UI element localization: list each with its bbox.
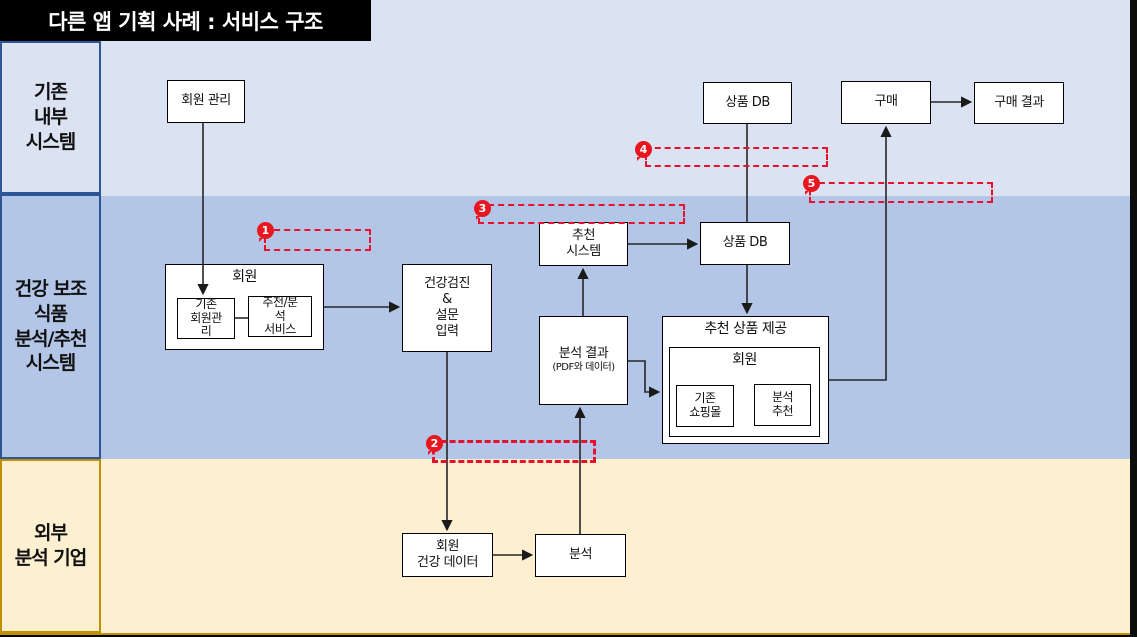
slide-right-edge <box>1130 0 1137 637</box>
node-purchase: 구매 <box>841 81 931 124</box>
annotation-badge-4: 4 <box>635 141 652 161</box>
node-member-health-data: 회원 건강 데이터 <box>402 533 493 577</box>
annotation-box-4 <box>645 147 828 167</box>
node-health-check-survey: 건강검진 & 설문 입력 <box>402 264 492 352</box>
node-analysis-result: 분석 결과 (PDF와 데이터) <box>539 316 628 405</box>
node-purchase-result: 구매 결과 <box>974 82 1064 124</box>
lane-label-external-company: 외부 분석 기업 <box>0 459 101 633</box>
node-product-db-top: 상품 DB <box>703 82 792 124</box>
annotation-badge-3: 3 <box>474 200 491 220</box>
node-legacy-shopping-mall: 기존 쇼핑몰 <box>676 385 734 427</box>
annotation-box-3 <box>478 204 685 224</box>
node-product-db-mid: 상품 DB <box>700 222 790 265</box>
slide-bottom-edge <box>0 635 1137 637</box>
page-title: 다른 앱 기획 사례 : 서비스 구조 <box>0 0 371 41</box>
analysis-result-subtitle: (PDF와 데이터) <box>552 362 615 374</box>
node-legacy-member-management: 기존 회원관 리 <box>177 297 235 339</box>
annotation-badge-2: 2 <box>426 435 443 455</box>
annotation-box-1 <box>264 229 371 251</box>
lane-label-health-system: 건강 보조 식품 분석/추천 시스템 <box>0 194 101 459</box>
node-recommend-analysis-service: 추천/분 석 서비스 <box>248 295 312 337</box>
slide-bottom-border <box>0 633 1130 635</box>
analysis-result-title: 분석 결과 <box>558 346 609 362</box>
annotation-badge-1: 1 <box>257 222 274 242</box>
annotation-box-5 <box>809 182 993 203</box>
node-member-management: 회원 관리 <box>167 80 245 123</box>
annotation-badge-5: 5 <box>803 175 820 195</box>
node-recommend-system: 추천 시스템 <box>539 222 628 266</box>
annotation-box-2 <box>432 440 596 463</box>
node-analysis-recommend: 분석 추천 <box>754 384 811 426</box>
lane-label-internal-system: 기존 내부 시스템 <box>0 41 101 194</box>
node-analysis: 분석 <box>535 534 626 577</box>
